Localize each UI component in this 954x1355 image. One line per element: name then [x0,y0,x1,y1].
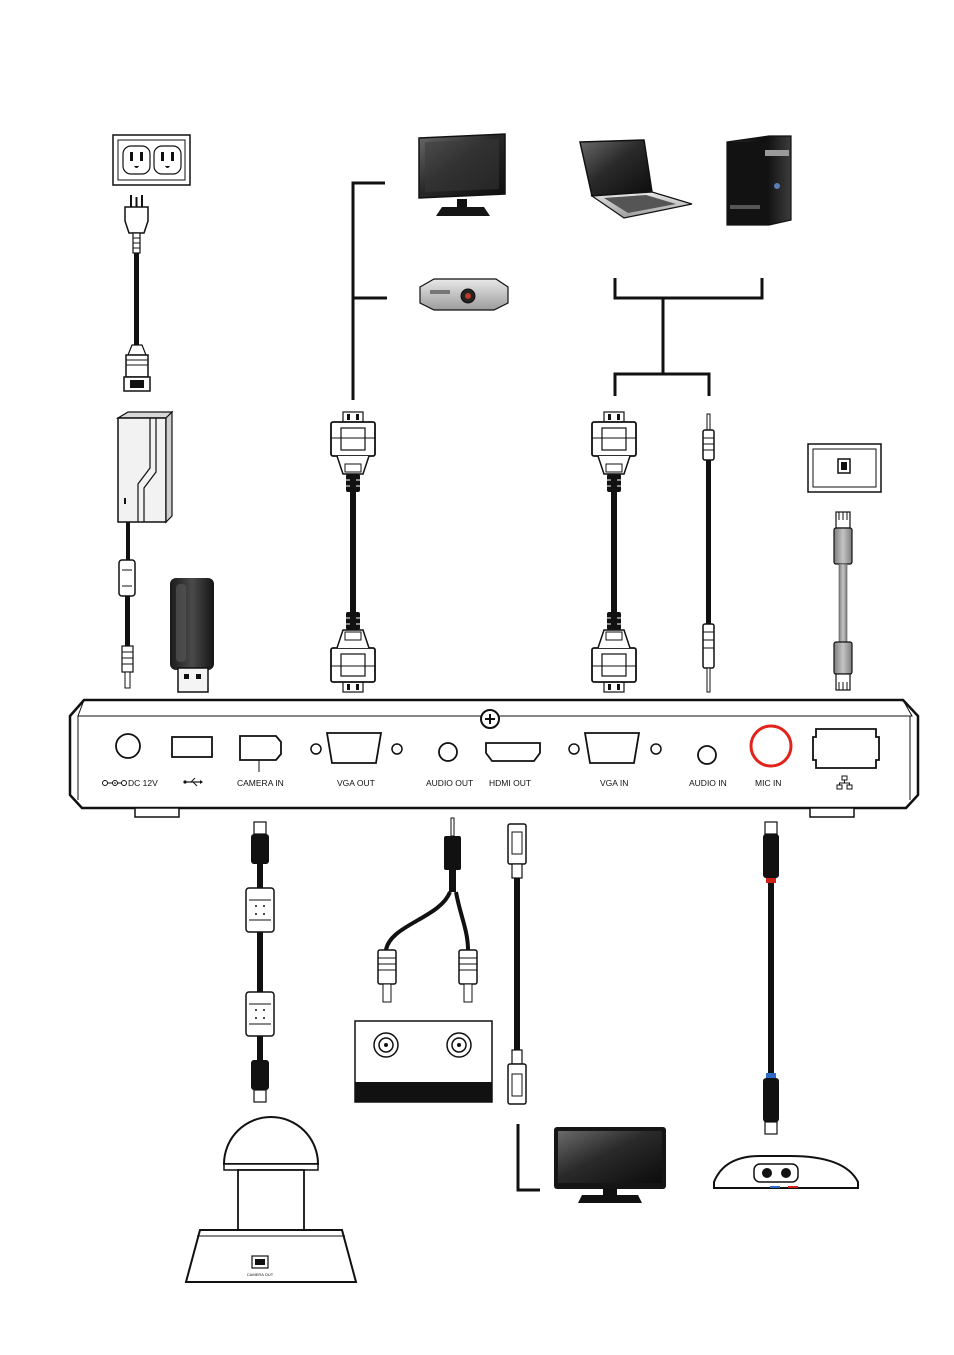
tv-monitor-icon [554,1127,666,1203]
vga-out-port[interactable] [310,732,403,764]
ethernet-port[interactable] [812,728,880,769]
hdmi-cable-icon [507,823,527,1105]
network-icon [836,775,853,790]
laptop-icon [579,139,693,219]
ptz-camera-icon [184,1116,358,1283]
tv-bracket [516,1124,540,1192]
camera-cable-icon [245,821,275,1103]
panel-screw-icon [480,709,500,729]
audio-jack-cable-icon [702,413,715,693]
desktop-tower-icon [726,135,792,226]
rca-speaker-box-icon [354,1020,493,1103]
hdmi-out-port[interactable] [485,742,541,762]
vga-in-cable [611,476,617,626]
ethernet-wall-jack-icon [807,443,882,493]
iec-connector-icon [123,344,151,392]
power-cord [134,253,139,345]
wall-outlet-icon [112,134,191,186]
vga-in-label: VGA IN [600,778,628,788]
audio-in-label: AUDIO IN [689,778,727,788]
audio-in-port[interactable] [697,745,717,765]
usb-symbol-icon [183,777,203,787]
vga-connector-icon [591,411,637,492]
mic-in-label: MIC IN [755,778,781,788]
vga-in-port[interactable] [568,732,662,764]
usb-dongle-icon [170,578,214,693]
camera-in-label: CAMERA IN [237,778,284,788]
vga-connector-icon [330,612,376,693]
dc-cord [118,522,136,689]
power-adapter-icon [115,410,174,524]
camera-out-label: CAMERA OUT [247,1272,274,1277]
hdmi-out-label: HDMI OUT [489,778,531,788]
mic-cable-icon [763,821,779,1135]
audio-out-port[interactable] [438,742,458,762]
dc-port-label: DC 12V [128,778,158,788]
vga-out-label: VGA OUT [337,778,375,788]
vga-connector-icon [591,612,637,693]
dc-polarity-icon [102,780,127,786]
power-plug-icon [124,195,149,254]
usb-port[interactable] [171,736,213,758]
audio-splitter-cable-icon [377,817,478,1003]
camera-in-port[interactable] [239,735,282,761]
conference-mic-icon [713,1155,859,1189]
display-bracket [351,181,387,400]
audio-out-label: AUDIO OUT [426,778,473,788]
dc-power-port[interactable] [115,733,141,759]
vga-out-cable [350,476,356,626]
ethernet-cable-icon [833,511,853,691]
projector-icon [419,278,509,311]
mic-in-port[interactable] [749,724,793,768]
source-bracket [613,278,764,396]
lcd-monitor-icon [418,133,506,216]
